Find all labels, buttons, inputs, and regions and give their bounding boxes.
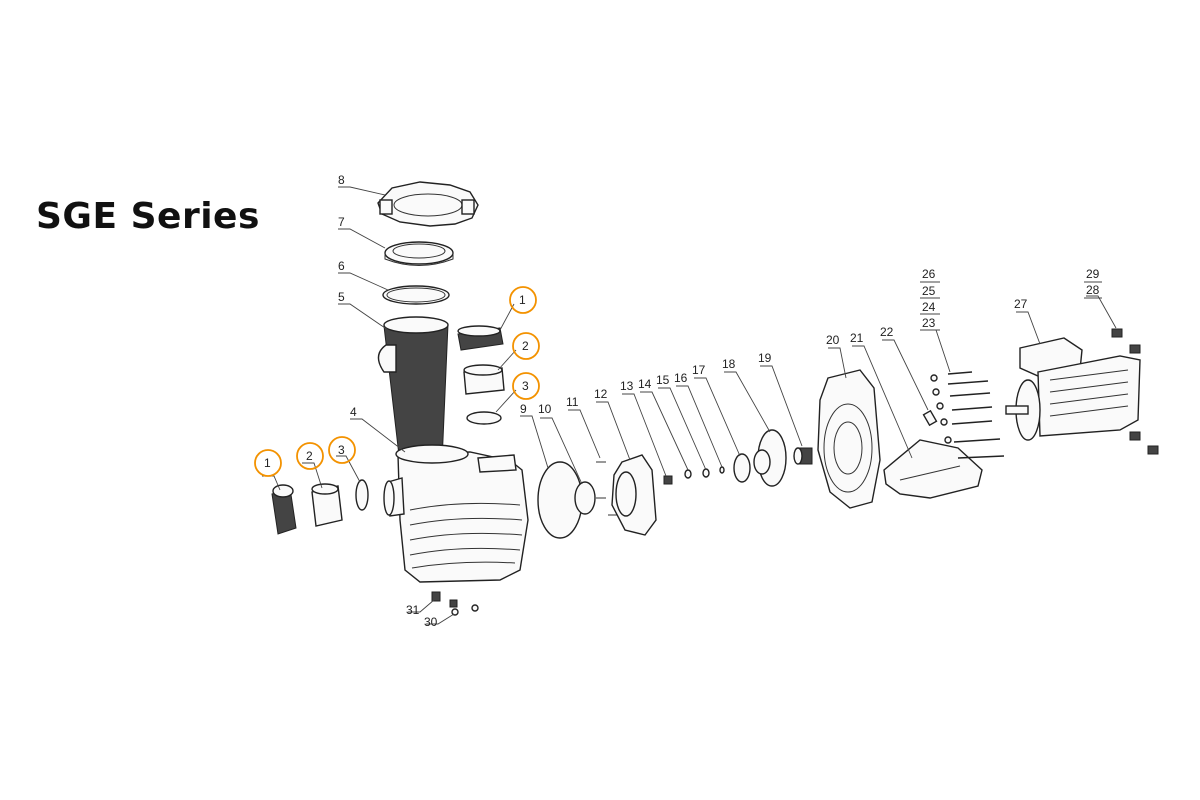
label-10: 10 xyxy=(538,402,552,416)
part-3-union-oring-upper xyxy=(466,411,502,425)
label-28: 28 xyxy=(1086,283,1100,297)
part-18-impeller xyxy=(753,429,787,487)
part-17-wear-ring xyxy=(733,453,751,483)
part-7-lid xyxy=(384,241,454,266)
label-11: 11 xyxy=(566,395,579,409)
part-2-union-tail-upper xyxy=(463,364,505,395)
part-14-ring xyxy=(684,469,692,479)
label-1-upper: 1 xyxy=(519,293,526,307)
label-23: 23 xyxy=(922,316,936,330)
label-5: 5 xyxy=(338,290,345,304)
part-1-union-nut-upper xyxy=(457,325,504,351)
part-number-labels: 8 7 6 5 4 1 2 3 1 2 3 9 10 11 12 13 14 1… xyxy=(264,173,1100,629)
parts-23-26-bolt-set xyxy=(930,371,1005,459)
label-2-left: 2 xyxy=(306,449,313,463)
part-3-union-oring-left xyxy=(355,479,369,511)
part-2-union-tail-left xyxy=(311,483,343,527)
label-8: 8 xyxy=(338,173,345,187)
label-1-left: 1 xyxy=(264,456,271,470)
part-13-seal xyxy=(663,475,673,485)
part-6-lid-oring xyxy=(382,285,450,305)
part-27-motor xyxy=(1005,337,1141,441)
label-19: 19 xyxy=(758,351,772,365)
label-15: 15 xyxy=(656,373,670,387)
part-21-motor-support xyxy=(883,439,983,499)
label-29: 29 xyxy=(1086,267,1100,281)
label-26: 26 xyxy=(922,267,936,281)
label-12: 12 xyxy=(594,387,608,401)
part-16-ring xyxy=(719,466,725,474)
part-20-seal-plate xyxy=(817,369,881,509)
part-10-diffuser-oring xyxy=(574,481,596,515)
label-31: 31 xyxy=(406,603,420,617)
label-22: 22 xyxy=(880,325,894,339)
part-22-key xyxy=(922,409,938,427)
part-19-mechanical-seal xyxy=(793,447,813,465)
label-27: 27 xyxy=(1014,297,1028,311)
label-20: 20 xyxy=(826,333,840,347)
label-14: 14 xyxy=(638,377,652,391)
highlight-circles xyxy=(254,286,540,477)
label-16: 16 xyxy=(674,371,688,385)
parts-30-31-drain-plugs xyxy=(431,591,479,616)
part-1-union-nut-left xyxy=(271,484,297,535)
label-25: 25 xyxy=(922,284,936,298)
label-9: 9 xyxy=(520,402,527,416)
label-4: 4 xyxy=(350,405,357,419)
label-2-upper: 2 xyxy=(522,339,529,353)
label-stack-brackets xyxy=(920,281,1102,331)
label-3-upper: 3 xyxy=(522,379,529,393)
label-21: 21 xyxy=(850,331,864,345)
label-24: 24 xyxy=(922,300,936,314)
label-13: 13 xyxy=(620,379,634,393)
label-18: 18 xyxy=(722,357,736,371)
leader-lines xyxy=(262,186,1117,625)
label-30: 30 xyxy=(424,615,438,629)
diagram-title: SGE Series xyxy=(36,196,260,237)
part-15-ring xyxy=(702,468,710,478)
label-7: 7 xyxy=(338,215,345,229)
part-12-diffuser xyxy=(611,454,657,536)
label-6: 6 xyxy=(338,259,345,273)
part-11-screws xyxy=(596,461,618,516)
part-8-lock-ring xyxy=(377,181,479,227)
label-17: 17 xyxy=(692,363,706,377)
label-3-left: 3 xyxy=(338,443,345,457)
part-5-strainer-basket xyxy=(377,316,449,469)
parts-28-29-motor-bolts xyxy=(1111,328,1159,455)
part-4-pump-body xyxy=(383,444,529,583)
